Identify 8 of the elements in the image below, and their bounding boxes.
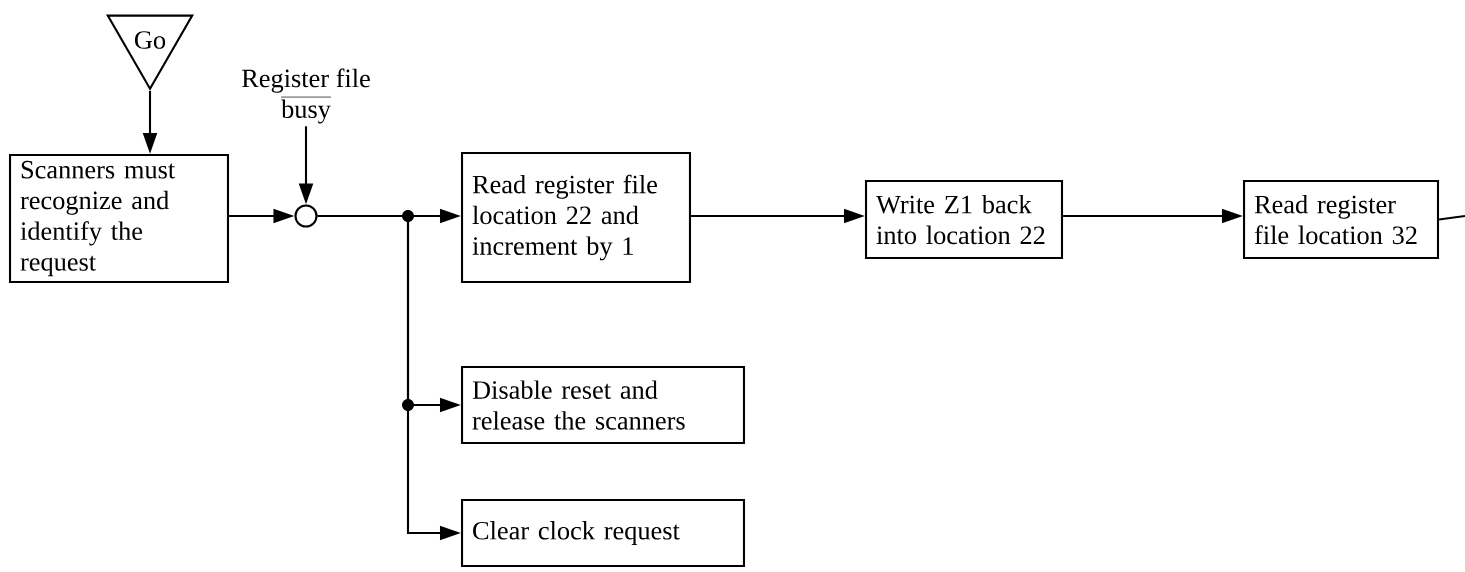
process-box: Read register file location 22 and increment by 1 [460,151,692,284]
process-box: Read register file location 32 [1242,179,1440,260]
signal-label: Register file busy [242,68,370,124]
process-box: Write Z1 back into location 22 [864,179,1064,260]
process-box: Clear clock request [460,498,746,568]
process-box: Disable reset and release the scanners [460,365,746,445]
junction-circle [294,204,318,228]
process-box: Scanners must recognize and identify the request [8,153,230,284]
